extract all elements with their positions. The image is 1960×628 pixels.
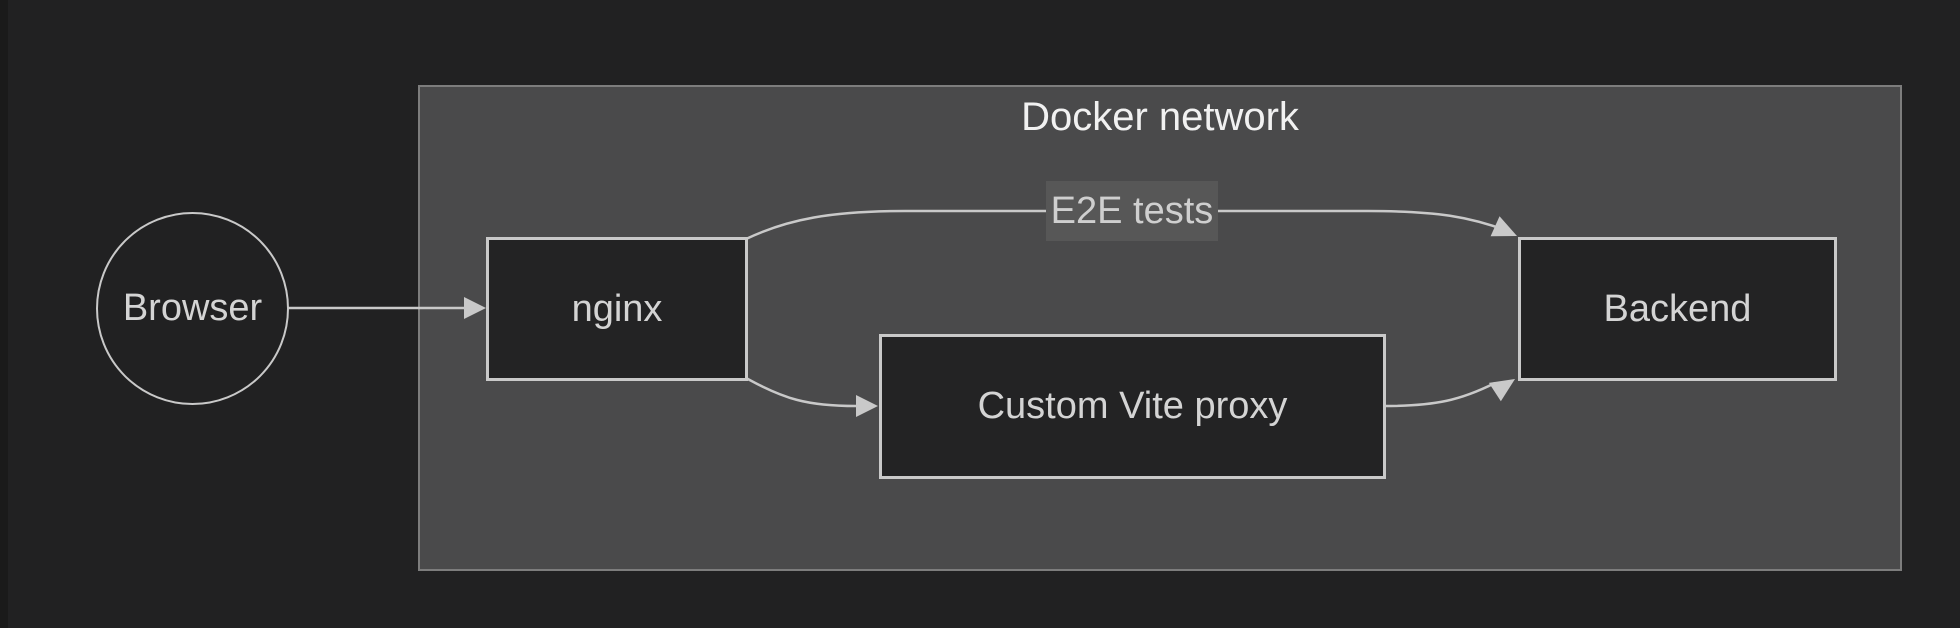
window-edge-strip [0, 0, 8, 628]
node-browser: Browser [96, 212, 289, 405]
arrowhead-browser-nginx [464, 297, 486, 319]
edge-label-e2e-tests: E2E tests [1046, 181, 1218, 241]
edge-proxy-backend [1383, 381, 1496, 408]
node-custom-vite-proxy: Custom Vite proxy [879, 334, 1386, 479]
node-nginx: nginx [486, 237, 748, 381]
arrowhead-nginx-proxy [856, 395, 878, 417]
edge-nginx-backend [745, 209, 1509, 241]
arrowhead-proxy-backend [1488, 379, 1515, 402]
node-backend: Backend [1518, 237, 1837, 381]
cluster-title: Docker network [1021, 95, 1299, 139]
edge-nginx-proxy [745, 376, 857, 408]
arrowhead-nginx-backend [1490, 216, 1517, 237]
